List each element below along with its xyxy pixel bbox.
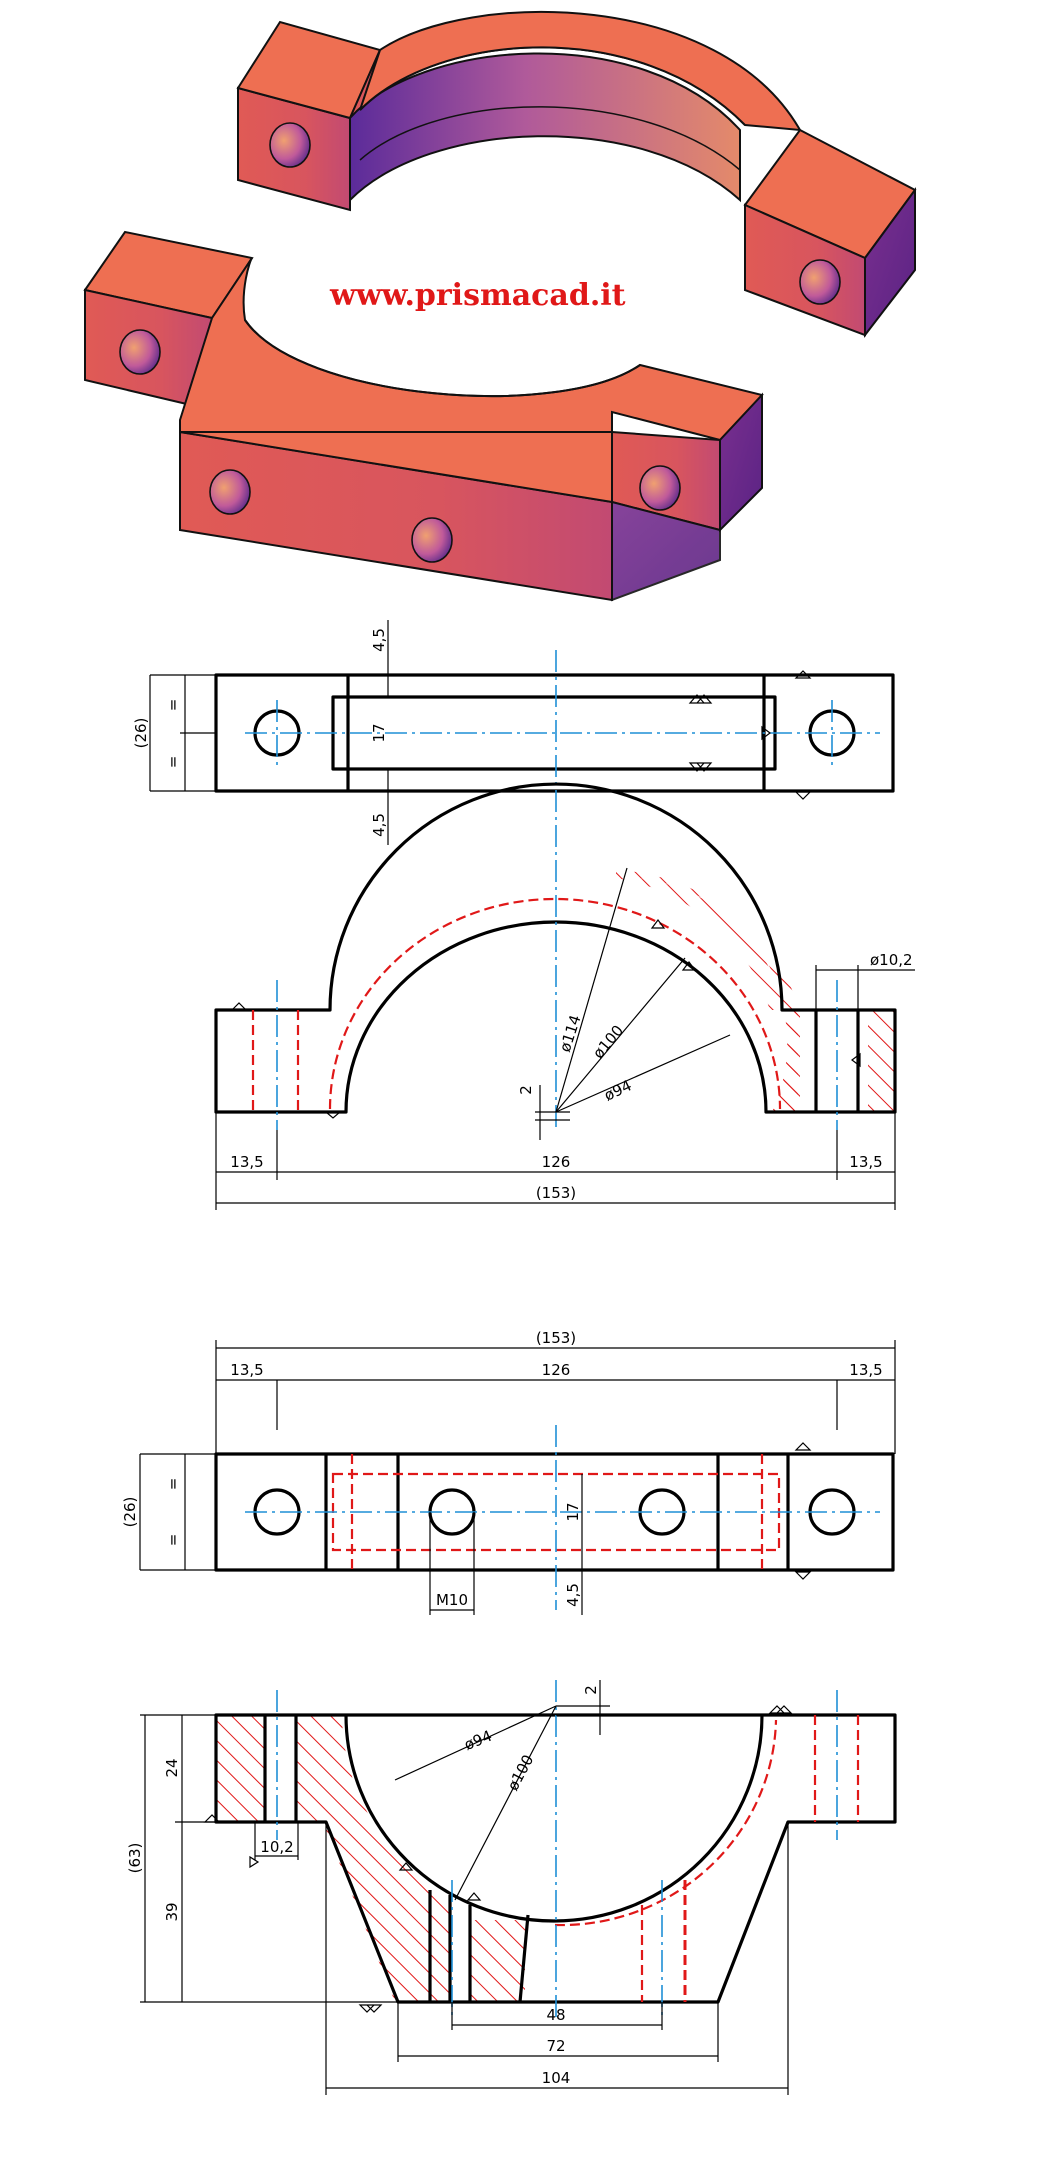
dimension-label: (63)	[126, 1843, 144, 1874]
dimension-label: (26)	[132, 718, 150, 749]
dimension-label: 13,5	[230, 1361, 263, 1379]
dimension-label: (153)	[536, 1184, 576, 1202]
front-view-lower: 2 ø94 ø100 24 (63) 39 10,2 48 72 104	[126, 1680, 897, 2095]
dimension-label: 13,5	[849, 1153, 882, 1171]
base-front-hole-left-icon	[209, 469, 251, 515]
dimension-label: ø100	[589, 1022, 627, 1063]
dimension-label: ø100	[504, 1752, 538, 1794]
dimension-label: 17	[370, 723, 388, 742]
dimension-label: =	[164, 756, 182, 769]
base-right-hole-icon	[639, 465, 681, 511]
base-front-hole-right-icon	[411, 517, 453, 563]
front-view-outline	[214, 782, 897, 1114]
upper-half-solid	[236, 10, 917, 338]
dimension-label: 4,5	[370, 628, 388, 652]
dimension-label: =	[164, 1534, 182, 1547]
dimension-label: 13,5	[230, 1153, 263, 1171]
dimension-label: 10,2	[260, 1838, 293, 1856]
dimension-label: 48	[546, 2006, 565, 2024]
dimension-label: 24	[163, 1758, 181, 1777]
dimension-label: 17	[564, 1502, 582, 1521]
dimension-label: =	[164, 699, 182, 712]
top-view-lower: (153) 13,5 126 13,5 (26) = = 17 4,5 M10	[121, 1329, 896, 1615]
dimension-label: =	[164, 1478, 182, 1491]
dimension-label: 2	[582, 1685, 600, 1695]
dimension-label: (153)	[536, 1329, 576, 1347]
brand-website: www.prismacad.it	[329, 278, 626, 313]
dimension-label: M10	[436, 1591, 468, 1609]
top-view-2-outline	[214, 1452, 895, 1572]
top-view-upper: (26) = = 4,5 4,5 17	[132, 620, 895, 860]
dimension-label: 72	[546, 2037, 565, 2055]
isometric-view: www.prismacad.it	[83, 10, 917, 602]
dimension-label: 39	[163, 1902, 181, 1921]
dimension-label: 104	[542, 2069, 571, 2087]
dimension-label: 126	[542, 1153, 571, 1171]
dimension-label: ø114	[556, 1013, 585, 1055]
dimension-label: ø94	[462, 1727, 495, 1754]
dimension-label: (26)	[121, 1497, 139, 1528]
lower-half-solid	[83, 230, 764, 602]
dimension-label: ø10,2	[870, 951, 913, 969]
dimension-label: 126	[542, 1361, 571, 1379]
left-bolt-hole-icon	[269, 122, 311, 168]
front-view-upper: ø114 ø100 ø94 2 ø10,2 13,5 126 13,5 (153…	[214, 782, 915, 1210]
dimension-label: ø94	[601, 1076, 634, 1104]
base-left-hole-icon	[119, 329, 161, 375]
dimension-label: 13,5	[849, 1361, 882, 1379]
dimension-label: 4,5	[564, 1583, 582, 1607]
dimension-label: 2	[517, 1085, 535, 1095]
right-bolt-hole-icon	[799, 259, 841, 305]
dimension-label: 4,5	[370, 813, 388, 837]
